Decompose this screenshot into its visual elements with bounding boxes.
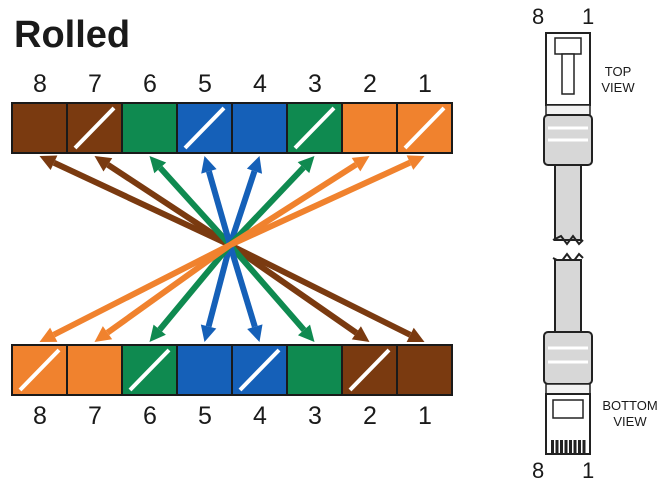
wire-5-to-4 <box>201 156 263 342</box>
bottom-pin-6 <box>121 344 178 396</box>
bottom-connector <box>543 331 593 455</box>
top-pin-3-stripe <box>293 106 336 150</box>
top-pin-1 <box>396 102 453 154</box>
top-plug-pin1-label: 1 <box>582 4 595 29</box>
bottom-view-text-line2: VIEW <box>613 414 647 429</box>
bottom-pin-label-3: 3 <box>308 402 322 430</box>
top-view-text-line2: VIEW <box>601 80 635 95</box>
bottom-contact-2 <box>555 440 559 454</box>
bottom-contact-8 <box>582 440 586 454</box>
top-pin-4 <box>231 102 288 154</box>
bottom-pin-label-8: 8 <box>33 402 47 430</box>
top-pin-7 <box>66 102 123 154</box>
diagram-title: Rolled <box>14 14 131 56</box>
wire-1-to-8 <box>39 155 425 342</box>
wire-3-to-6 <box>149 156 315 342</box>
bottom-pin-3 <box>286 344 343 396</box>
bottom-contact-1 <box>551 440 554 454</box>
bottom-contact-5 <box>569 440 572 454</box>
top-pin-1-stripe <box>403 106 446 150</box>
bottom-contact-4 <box>564 440 568 454</box>
bottom-pin-2 <box>341 344 398 396</box>
bottom-pin-5 <box>176 344 233 396</box>
cable-upper <box>552 164 584 246</box>
bottom-pin-1 <box>396 344 453 396</box>
wire-8-to-1 <box>39 155 425 343</box>
top-pin-label-7: 7 <box>88 70 102 98</box>
bottom-pin-4-stripe <box>238 348 281 392</box>
bottom-plug-pin8-label: 8 <box>532 458 545 483</box>
top-pin-5-stripe <box>183 106 226 150</box>
bottom-contact-3 <box>560 440 563 454</box>
bottom-pin-7 <box>66 344 123 396</box>
bottom-pin-label-1: 1 <box>418 402 432 430</box>
top-pin-3 <box>286 102 343 154</box>
wire-2-to-7 <box>94 156 370 342</box>
wire-7-to-2 <box>94 156 370 342</box>
top-pin-5 <box>176 102 233 154</box>
top-pin-6 <box>121 102 178 154</box>
top-pin-8 <box>11 102 68 154</box>
bottom-pin-label-5: 5 <box>198 402 212 430</box>
top-pin-label-6: 6 <box>143 70 157 98</box>
top-view-text-line1: TOP <box>604 64 632 79</box>
bottom-pin-2-stripe <box>348 348 391 392</box>
top-pin-label-5: 5 <box>198 70 212 98</box>
cable-lower <box>552 252 584 333</box>
bottom-pin-label-6: 6 <box>143 402 157 430</box>
top-pin-label-8: 8 <box>33 70 47 98</box>
cable-drawing <box>543 32 593 455</box>
wires-layer <box>39 155 425 343</box>
top-pin-label-2: 2 <box>363 70 377 98</box>
top-connector <box>543 32 593 166</box>
bottom-pin-6-stripe <box>128 348 171 392</box>
wire-6-to-3 <box>149 156 315 342</box>
bottom-plug-pin1-label: 1 <box>582 458 595 483</box>
bottom-pin-8-stripe <box>18 348 61 392</box>
bottom-view-text-line1: BOTTOM <box>602 398 658 413</box>
cable-illustration <box>543 32 593 455</box>
top-pin-7-stripe <box>73 106 116 150</box>
top-plug-pin8-label: 8 <box>532 4 545 29</box>
bottom-contact-7 <box>578 440 581 454</box>
top-pin-2 <box>341 102 398 154</box>
bottom-pin-label-2: 2 <box>363 402 377 430</box>
bottom-pin-8 <box>11 344 68 396</box>
pin-blocks-layer <box>11 102 453 396</box>
bottom-pin-label-4: 4 <box>253 402 267 430</box>
bottom-pin-label-7: 7 <box>88 402 102 430</box>
top-pin-label-1: 1 <box>418 70 432 98</box>
bottom-pin-4 <box>231 344 288 396</box>
top-pin-label-3: 3 <box>308 70 322 98</box>
top-pin-label-4: 4 <box>253 70 267 98</box>
bottom-contact-6 <box>573 440 577 454</box>
wire-4-to-5 <box>200 156 263 342</box>
